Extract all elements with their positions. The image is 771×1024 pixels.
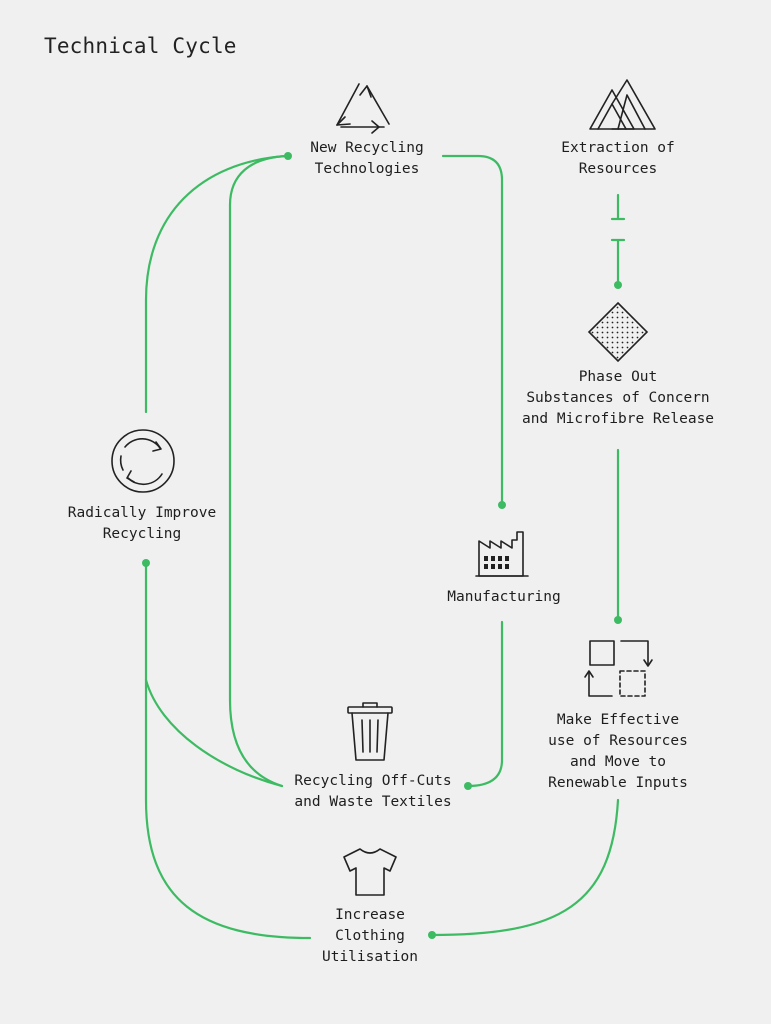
flow-make-effective-to-utilisation (430, 798, 620, 937)
node-label-manufacturing: Manufacturing (447, 589, 561, 605)
flow-dot-new-recycling (284, 152, 292, 160)
flow-utilisation-to-radically-improve (144, 561, 312, 940)
flow-offcuts-to-new-recycling (228, 154, 288, 788)
node-label-offcuts: Recycling Off-Cuts and Waste Textiles (294, 773, 452, 810)
flow-dot-manufacturing (498, 501, 506, 509)
flow-dot-utilisation (428, 931, 436, 939)
flow-dot-offcuts (464, 782, 472, 790)
flow-offcuts-to-radically-improve (144, 678, 284, 788)
flow-dot-phase-out (614, 281, 622, 289)
node-label-make-effective: Make Effective use of Resources and Move… (548, 712, 688, 791)
node-label-new-recycling: New Recycling Technologies (310, 140, 424, 177)
node-label-extraction: Extraction of Resources (561, 140, 675, 177)
node-label-increase-utilisation: Increase Clothing Utilisation (321, 907, 419, 965)
hatched-diamond-icon (587, 301, 649, 363)
flow-dot-make-effective (614, 616, 622, 624)
trash-bin-icon (347, 702, 393, 761)
square-transfer-icon (584, 640, 653, 697)
node-label-phase-out: Phase Out Substances of Concern and Micr… (521, 369, 715, 427)
page-title: Technical Cycle (44, 34, 237, 58)
node-label-radically-improve: Radically Improve Recycling (67, 505, 217, 542)
flow-manufacturing-to-offcuts (466, 620, 504, 788)
factory-icon (475, 531, 529, 577)
recycle-triangle-icon (336, 83, 390, 134)
flow-dot-radically-improve (142, 559, 150, 567)
t-shirt-icon (343, 848, 397, 896)
flow-extraction-to-phase-out (610, 193, 626, 287)
circular-arrows-icon (111, 429, 175, 493)
mountain-icon (589, 79, 656, 130)
flow-radically-improve-to-new-recycling (144, 154, 288, 414)
flow-new-recycling-to-manufacturing (441, 154, 504, 507)
